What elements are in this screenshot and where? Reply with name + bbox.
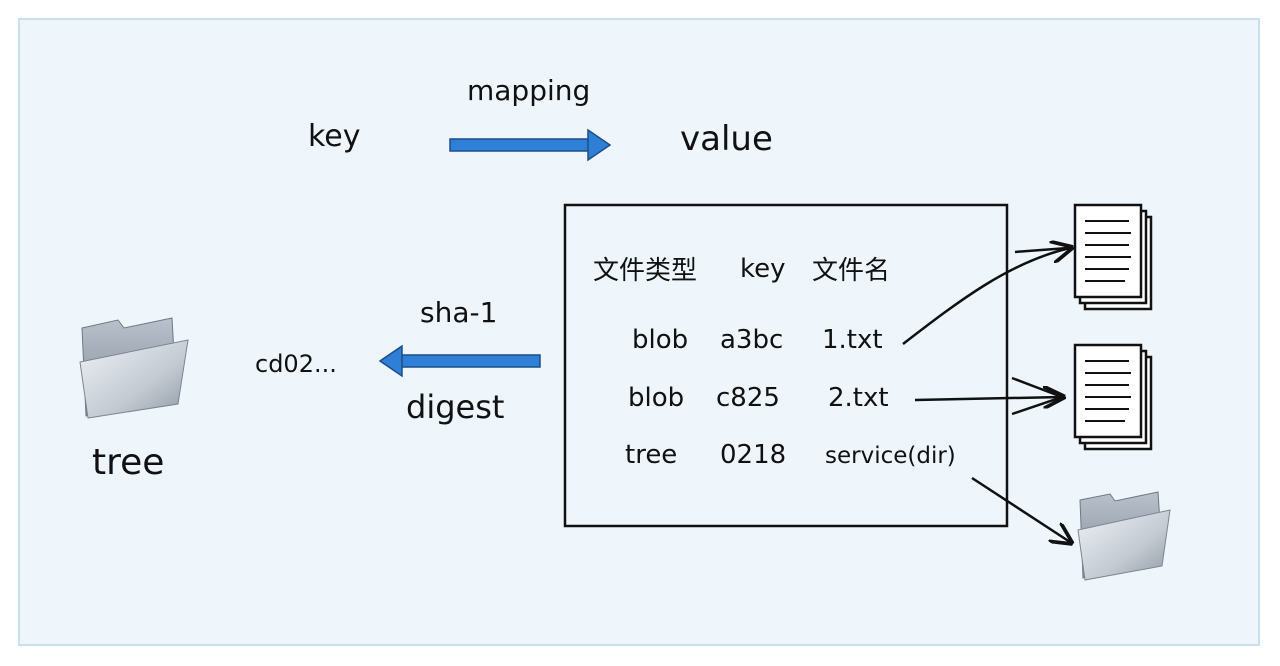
- key-label: key: [308, 119, 361, 154]
- document-stack-icon: [1073, 203, 1153, 311]
- table-row: blob a3bc 1.txt: [632, 325, 883, 355]
- value-label: value: [680, 119, 773, 159]
- header-key: key: [740, 254, 786, 284]
- header-file-type: 文件类型: [593, 256, 697, 286]
- row-key: c825: [716, 383, 780, 413]
- row-name: 1.txt: [822, 325, 883, 355]
- tree-label: tree: [92, 442, 164, 483]
- digest-label: digest: [406, 388, 504, 426]
- tree-folder-icon: [79, 317, 189, 419]
- arrow-to-doc-2: [914, 397, 1062, 400]
- hash-arrow: [378, 344, 541, 378]
- row-name: service(dir): [825, 443, 956, 469]
- table-row: tree 0218 service(dir): [625, 440, 956, 470]
- arrow-to-folder: [971, 476, 1070, 542]
- mapping-arrow: [449, 128, 612, 162]
- arrow-head-stroke: [1014, 246, 1069, 254]
- header-file-name: 文件名: [812, 256, 890, 286]
- row-key: 0218: [720, 440, 786, 470]
- row-key: a3bc: [720, 325, 783, 355]
- row-type: tree: [625, 440, 677, 470]
- sha1-label: sha-1: [420, 296, 497, 329]
- arrow-fork-stroke: [1011, 376, 1066, 416]
- digest-result: cd02...: [255, 350, 337, 378]
- table-row: blob c825 2.txt: [628, 383, 889, 413]
- row-name: 2.txt: [828, 383, 889, 413]
- row-type: blob: [628, 383, 684, 413]
- row-type: blob: [632, 325, 688, 355]
- tree-table-box: [563, 203, 1009, 528]
- document-stack-icon: [1073, 343, 1153, 451]
- mapping-label: mapping: [467, 74, 590, 107]
- folder-icon: [1077, 491, 1171, 581]
- arrow-to-doc-1: [902, 248, 1070, 345]
